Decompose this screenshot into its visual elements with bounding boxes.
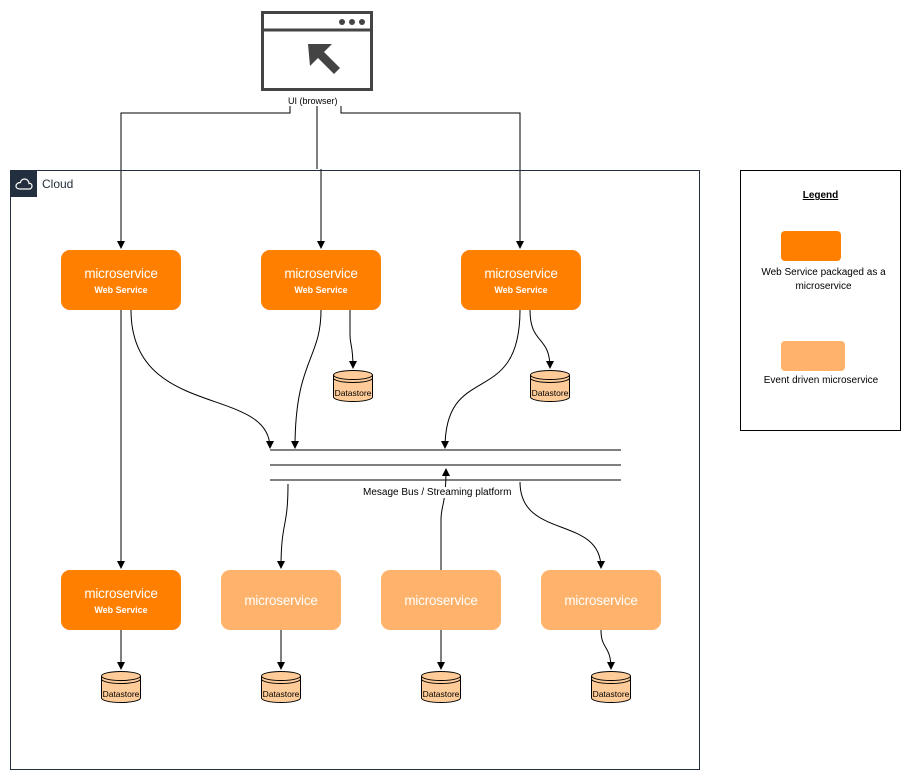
- datastore-label: Datastore: [592, 689, 630, 699]
- edge-ui-ws2: [317, 102, 321, 248]
- web-service-microservice[interactable]: microservice Web Service: [461, 250, 581, 310]
- cloud-container: Cloud: [10, 170, 700, 770]
- browser-icon: [261, 11, 373, 91]
- legend-text-event: Event driven microservice: [763, 375, 879, 386]
- edge-ws3-bus: [441, 309, 521, 449]
- web-service-microservice[interactable]: microservice Web Service: [61, 250, 181, 310]
- legend-swatch-event: [781, 341, 845, 371]
- web-service-microservice[interactable]: microservice Web Service: [61, 570, 181, 630]
- cloud-label: Cloud: [42, 177, 74, 191]
- legend-swatch-web-service: [781, 231, 841, 261]
- ui-label: UI (browser): [288, 96, 338, 106]
- datastore: Datastore: [261, 671, 301, 703]
- edge-ws2-ds: [348, 310, 357, 369]
- datastore-cylinder-icon: [333, 370, 373, 402]
- microservice-title: microservice: [404, 592, 478, 608]
- edge-ws3-ds: [529, 309, 554, 369]
- datastore-cylinder-icon: [421, 671, 461, 703]
- microservice-subtitle: Web Service: [94, 284, 148, 295]
- edge-bus-ev3: [519, 481, 605, 569]
- microservice-title: microservice: [244, 592, 318, 608]
- edge-ws2-bus: [291, 309, 322, 449]
- edge-ui-ws1: [117, 106, 291, 249]
- microservice-subtitle: Web Service: [94, 604, 148, 615]
- cloud-icon: [11, 171, 37, 197]
- legend-title: Legend: [802, 190, 839, 201]
- datastore-label: Datastore: [102, 689, 140, 699]
- datastore-label: Datastore: [262, 689, 300, 699]
- edge-ui-ws3: [340, 106, 524, 249]
- event-driven-microservice[interactable]: microservice: [541, 570, 661, 630]
- datastore-cylinder-icon: [530, 370, 570, 402]
- legend-text-web-service: Web Service packaged as a microservice: [761, 267, 886, 292]
- legend-panel: Legend Web Service packaged as a microse…: [740, 170, 901, 431]
- datastore-cylinder-icon: [591, 671, 631, 703]
- edge-ws1-bus: [130, 309, 274, 449]
- event-driven-microservice[interactable]: microservice: [221, 570, 341, 630]
- datastore-cylinder-icon: [261, 671, 301, 703]
- cursor-arrow-icon: [308, 44, 340, 74]
- edge-bus-ev1: [277, 483, 289, 569]
- datastore-cylinder-icon: [101, 671, 141, 703]
- edge-ev3-ds: [600, 629, 615, 670]
- microservice-title: microservice: [564, 592, 638, 608]
- microservice-subtitle: Web Service: [294, 284, 348, 295]
- datastore: Datastore: [421, 671, 461, 703]
- event-driven-microservice[interactable]: microservice: [381, 570, 501, 630]
- datastore-label: Datastore: [422, 689, 460, 699]
- microservice-title: microservice: [484, 265, 558, 281]
- microservice-title: microservice: [84, 265, 158, 281]
- datastore: Datastore: [591, 671, 631, 703]
- microservice-subtitle: Web Service: [494, 284, 548, 295]
- microservice-title: microservice: [84, 585, 158, 601]
- datastore-label: Datastore: [334, 388, 372, 398]
- datastore: Datastore: [101, 671, 141, 703]
- datastore-label: Datastore: [531, 388, 569, 398]
- web-service-microservice[interactable]: microservice Web Service: [261, 250, 381, 310]
- message-bus-label: Mesage Bus / Streaming platform: [363, 487, 512, 498]
- edge-ev2-bus: [440, 468, 450, 570]
- microservice-title: microservice: [284, 265, 358, 281]
- datastore: Datastore: [530, 370, 570, 402]
- datastore: Datastore: [333, 370, 373, 402]
